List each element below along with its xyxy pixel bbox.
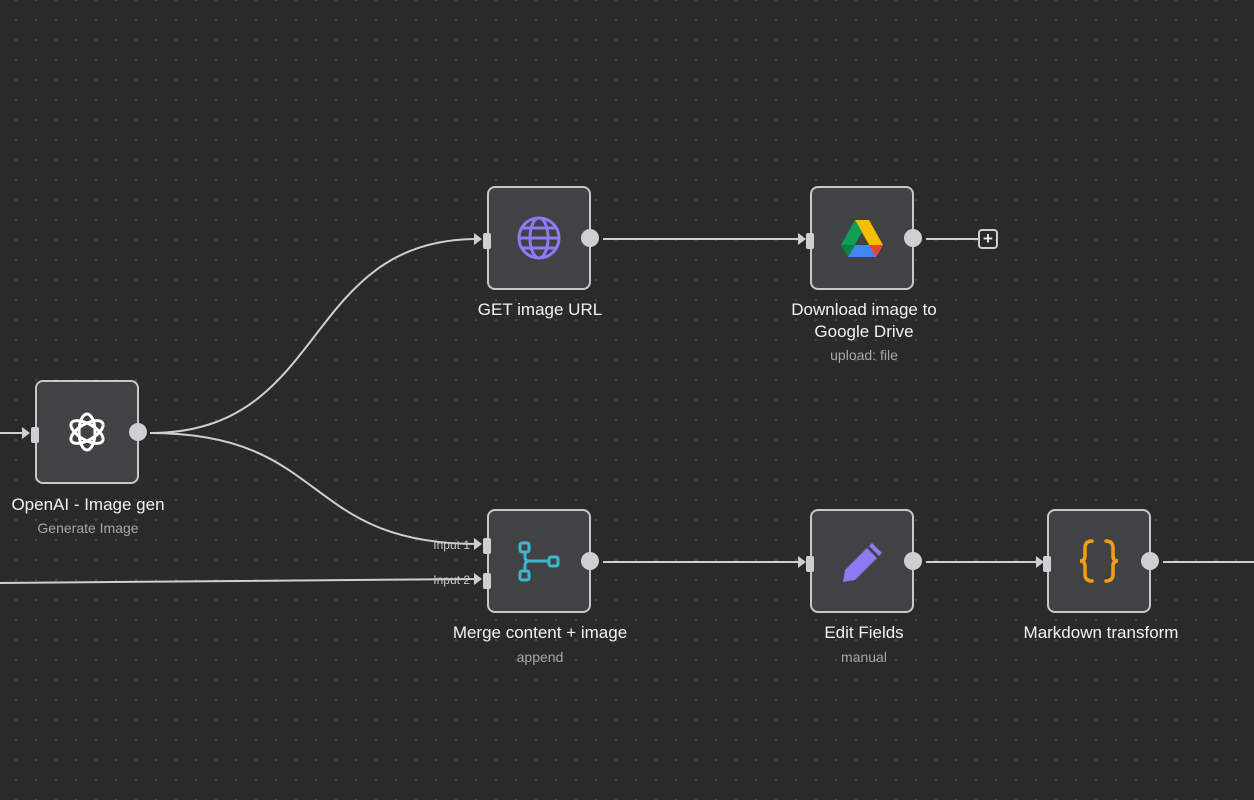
output-handle[interactable] (581, 229, 599, 247)
node-subtitle: upload: file (830, 347, 898, 363)
google-drive-node[interactable] (806, 186, 922, 290)
input-2-label: Input 2 (433, 573, 470, 587)
node-title-line1: Download image to (791, 300, 937, 319)
input-1-label: Input 1 (433, 538, 470, 552)
google-drive-icon (838, 214, 886, 262)
node-subtitle: append (516, 649, 564, 665)
input-handle[interactable] (806, 233, 814, 249)
arrow-head (474, 573, 482, 585)
output-handle[interactable] (581, 552, 599, 570)
pencil-icon (838, 537, 886, 585)
node-title-line2: Google Drive (814, 322, 914, 341)
input-handle-1[interactable] (483, 538, 491, 554)
output-handle[interactable] (904, 229, 922, 247)
output-handle[interactable] (129, 423, 147, 441)
merge-node[interactable] (483, 509, 599, 613)
node-title: Markdown transform (1023, 623, 1179, 642)
merge-icon (515, 537, 563, 585)
input-handle-2[interactable] (483, 573, 491, 589)
arrow-head (798, 556, 806, 568)
get-image-url-node[interactable] (483, 186, 599, 290)
arrow-head (474, 538, 482, 550)
input-handle[interactable] (31, 427, 39, 443)
arrow-head (474, 233, 482, 245)
output-handle[interactable] (904, 552, 922, 570)
output-handle[interactable] (1141, 552, 1159, 570)
input-handle[interactable] (483, 233, 491, 249)
node-title: Edit Fields (824, 623, 904, 642)
add-node-button[interactable]: + (978, 229, 998, 249)
arrow-head (22, 427, 30, 439)
curly-braces-icon (1075, 537, 1123, 585)
node-title: Merge content + image (452, 623, 628, 642)
input-handle[interactable] (1043, 556, 1051, 572)
edge-openai-to-get (149, 238, 479, 434)
node-title: OpenAI - Image gen (11, 495, 165, 514)
edit-fields-node[interactable] (806, 509, 922, 613)
node-subtitle: Generate Image (37, 520, 139, 536)
arrow-head (798, 233, 806, 245)
globe-icon (515, 214, 563, 262)
input-handle[interactable] (806, 556, 814, 572)
node-subtitle: manual (841, 649, 887, 665)
markdown-transform-node[interactable] (1043, 509, 1159, 613)
openai-image-gen-node[interactable] (31, 380, 147, 484)
edge-input2-to-merge (0, 578, 479, 584)
node-title: GET image URL (477, 300, 603, 319)
openai-logo-icon (63, 408, 111, 456)
